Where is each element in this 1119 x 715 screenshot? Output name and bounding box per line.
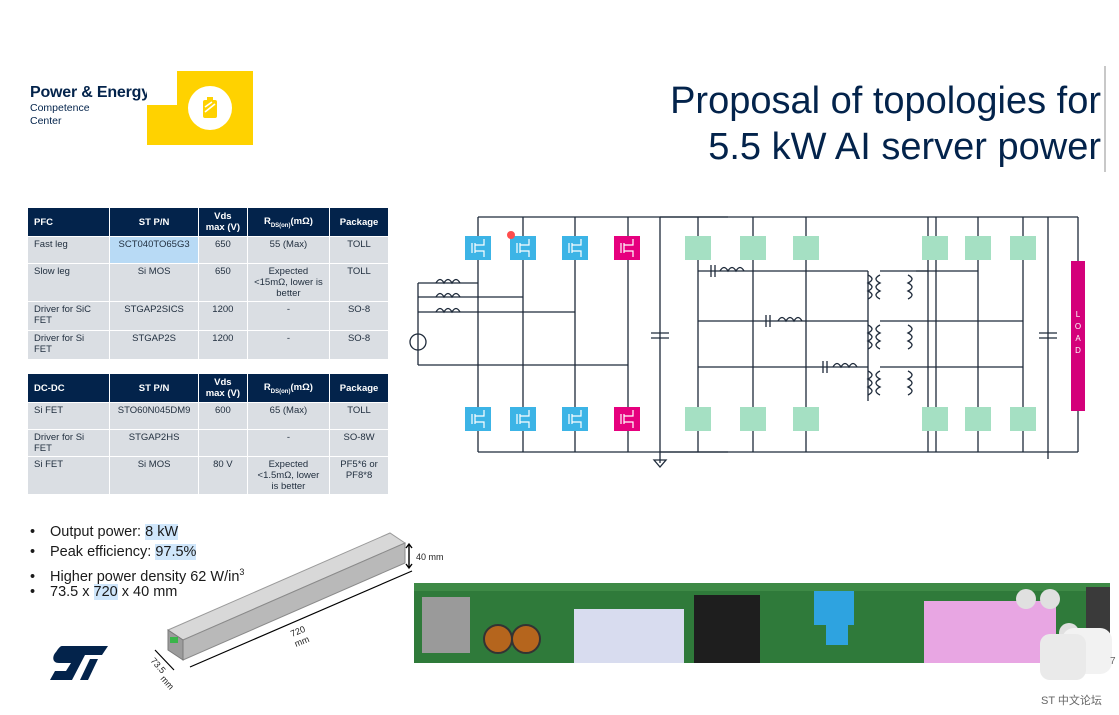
- side-panel-edge: [1104, 66, 1119, 172]
- pfc-header-pn: ST P/N: [110, 208, 199, 236]
- brand-text: Power & Energy Competence Center: [30, 84, 150, 128]
- dcdc-header-vds: Vds max (V): [199, 374, 247, 402]
- dcdc-header-package: Package: [330, 374, 388, 402]
- load-block: [1071, 261, 1085, 411]
- pfc-header-vds: Vds max (V): [199, 208, 247, 236]
- table-row: Si FET STO60N045DM9 600 65 (Max) TOLL: [28, 403, 388, 429]
- list-item: Higher power density 62 W/in3: [30, 562, 244, 585]
- dcdc-header-pn: ST P/N: [110, 374, 199, 402]
- forum-watermark: ST 中文论坛: [1041, 695, 1102, 707]
- title-line1: Proposal of topologies for: [670, 80, 1101, 122]
- chat-bubble-icon: [1040, 634, 1086, 680]
- title-line2: 5.5 kW AI server power: [708, 126, 1101, 168]
- table-row: Fast leg SCT040TO65G3 650 55 (Max) TOLL: [28, 237, 388, 263]
- spec-bullets: Output power: 8 kW Peak efficiency: 97.5…: [30, 522, 244, 602]
- width-dimension: 73.5: [150, 656, 168, 676]
- cursor-dot: [507, 231, 515, 239]
- pcb-photo: [414, 583, 1110, 663]
- page-title: Proposal of topologies for 5.5 kW AI ser…: [670, 78, 1101, 170]
- table-row: Si FET Si MOS 80 V Expected <1.5mΩ, lowe…: [28, 457, 388, 494]
- brand-line2: Competence: [30, 102, 90, 114]
- pfc-header-package: Package: [330, 208, 388, 236]
- psu-enclosure-drawing: 40 mm 720 mm 73.5 mm: [150, 532, 444, 690]
- dcdc-header-rds: RDS(on)(mΩ): [247, 374, 330, 402]
- list-item: 73.5 x 720 x 40 mm: [30, 582, 244, 602]
- brand-line1: Power & Energy: [30, 84, 150, 101]
- table-row: Driver for Si FET STGAP2HS - SO-8W: [28, 430, 388, 456]
- brand-line3: Center: [30, 115, 62, 127]
- page-number: 7: [1110, 656, 1116, 667]
- brand-yellow-notch: [147, 71, 177, 105]
- pfc-header-pfc: PFC: [28, 208, 110, 236]
- st-logo-icon: [50, 646, 108, 680]
- list-item: Output power: 8 kW: [30, 522, 244, 542]
- table-row: Driver for Si FET STGAP2S 1200 - SO-8: [28, 331, 388, 359]
- pfc-table: PFC ST P/N Vds max (V) RDS(on)(mΩ) Packa…: [27, 207, 389, 360]
- list-item: Peak efficiency: 97.5%: [30, 542, 244, 562]
- dcdc-table: DC-DC ST P/N Vds max (V) RDS(on)(mΩ) Pac…: [27, 373, 389, 495]
- pfc-header-rds: RDS(on)(mΩ): [247, 208, 330, 236]
- table-row: Driver for SiC FET STGAP2SICS 1200 - SO-…: [28, 302, 388, 330]
- dcdc-header-dcdc: DC-DC: [28, 374, 110, 402]
- table-row: Slow leg Si MOS 650 Expected <15mΩ, lowe…: [28, 264, 388, 301]
- battery-leaf-icon: [188, 86, 232, 130]
- dcdc-header-row: DC-DC ST P/N Vds max (V) RDS(on)(mΩ) Pac…: [28, 374, 388, 402]
- pfc-header-row: PFC ST P/N Vds max (V) RDS(on)(mΩ) Packa…: [28, 208, 388, 236]
- height-dimension: 40 mm: [416, 552, 444, 562]
- width-unit: mm: [159, 674, 176, 690]
